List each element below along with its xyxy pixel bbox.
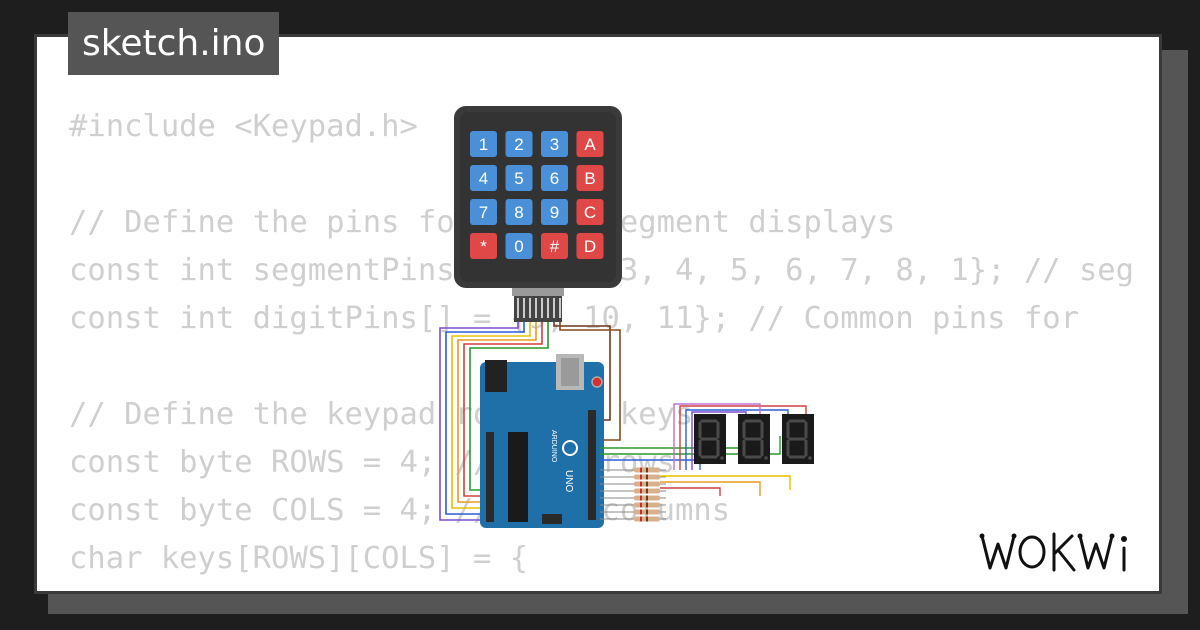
resistor-band xyxy=(640,474,642,480)
keypad-pin xyxy=(517,298,519,318)
keypad-key[interactable]: # xyxy=(541,233,568,259)
keypad-key[interactable]: 1 xyxy=(470,131,497,157)
svg-text:UNO: UNO xyxy=(563,470,574,492)
resistor-band xyxy=(646,516,648,522)
resistor-band xyxy=(640,509,642,515)
resistor-band xyxy=(646,488,648,494)
keypad-key[interactable]: 7 xyxy=(470,199,497,225)
keypad-wires xyxy=(439,322,621,521)
keypad-pin xyxy=(535,298,537,318)
keypad-key-label: D xyxy=(584,237,596,256)
keypad-key[interactable]: 2 xyxy=(505,131,533,157)
keypad-key-label: 1 xyxy=(479,135,488,154)
keypad-key[interactable]: C xyxy=(576,199,604,225)
resistor-band xyxy=(646,474,648,480)
keypad-key[interactable]: * xyxy=(470,233,497,259)
keypad-key-label: 4 xyxy=(479,169,488,188)
code-line: char keys[ROWS][COLS] = { xyxy=(69,541,529,576)
seven-segment-display[interactable] xyxy=(694,414,726,464)
keypad-key[interactable]: 8 xyxy=(505,199,533,225)
keypad-pin xyxy=(523,298,525,318)
wokwi-logo xyxy=(979,532,1127,572)
keypad-key[interactable]: 5 xyxy=(505,165,533,191)
keypad-key-label: B xyxy=(584,169,595,188)
resistor-band xyxy=(646,502,648,508)
keypad-pin xyxy=(553,298,555,318)
seven-segment-display[interactable] xyxy=(738,414,770,464)
keypad-key-label: 9 xyxy=(550,203,559,222)
resistor-band xyxy=(640,495,642,501)
keypad-key[interactable]: 0 xyxy=(505,233,533,259)
keypad-pin xyxy=(547,298,549,318)
keypad-key-label: 7 xyxy=(479,203,488,222)
resistors[interactable] xyxy=(600,467,666,522)
keypad-key-label: 2 xyxy=(514,135,523,154)
arduino-uno[interactable]: UNO ARDUINO xyxy=(480,354,604,528)
filename-tab[interactable]: sketch.ino xyxy=(68,12,280,75)
keypad-key[interactable]: 9 xyxy=(541,199,568,225)
keypad-pin xyxy=(529,298,531,318)
resistor-band xyxy=(646,509,648,515)
keypad-key[interactable]: B xyxy=(576,165,604,191)
resistor-band xyxy=(646,495,648,501)
keypad-key[interactable]: 4 xyxy=(470,165,497,191)
keypad[interactable]: 1 2 3 A 4 5 6 B 7 8 9 C * 0 # D xyxy=(454,106,622,322)
keypad-key[interactable]: A xyxy=(576,131,604,157)
keypad-pin xyxy=(541,298,543,318)
keypad-key-label: 8 xyxy=(514,203,523,222)
keypad-key-label: 3 xyxy=(550,135,559,154)
resistor-band xyxy=(646,481,648,487)
keypad-key-label: 5 xyxy=(514,169,523,188)
keypad-key-label: C xyxy=(584,203,596,222)
keypad-key[interactable]: 3 xyxy=(541,131,568,157)
svg-text:ARDUINO: ARDUINO xyxy=(550,430,557,463)
keypad-key-label: * xyxy=(480,237,487,256)
resistor-band xyxy=(646,467,648,473)
keypad-key[interactable]: 6 xyxy=(541,165,568,191)
keypad-key[interactable]: D xyxy=(576,233,604,259)
code-line: const int digitPins[] = {9, 10, 11}; // … xyxy=(69,301,1079,336)
keypad-key-label: 6 xyxy=(550,169,559,188)
resistor-band xyxy=(640,488,642,494)
keypad-key-label: A xyxy=(584,135,596,154)
code-line: {'1','2','3','A'}, xyxy=(69,583,1133,591)
resistor-band xyxy=(640,481,642,487)
resistor-band xyxy=(640,467,642,473)
keypad-key-label: 0 xyxy=(514,237,523,256)
resistor-band xyxy=(640,502,642,508)
keypad-pin xyxy=(559,298,561,318)
keypad-key-label: # xyxy=(550,237,560,256)
seven-segment-display[interactable] xyxy=(782,414,814,464)
resistor-band xyxy=(640,516,642,522)
seven-segment-displays[interactable] xyxy=(694,414,814,464)
code-line: #include <Keypad.h> xyxy=(69,109,418,144)
